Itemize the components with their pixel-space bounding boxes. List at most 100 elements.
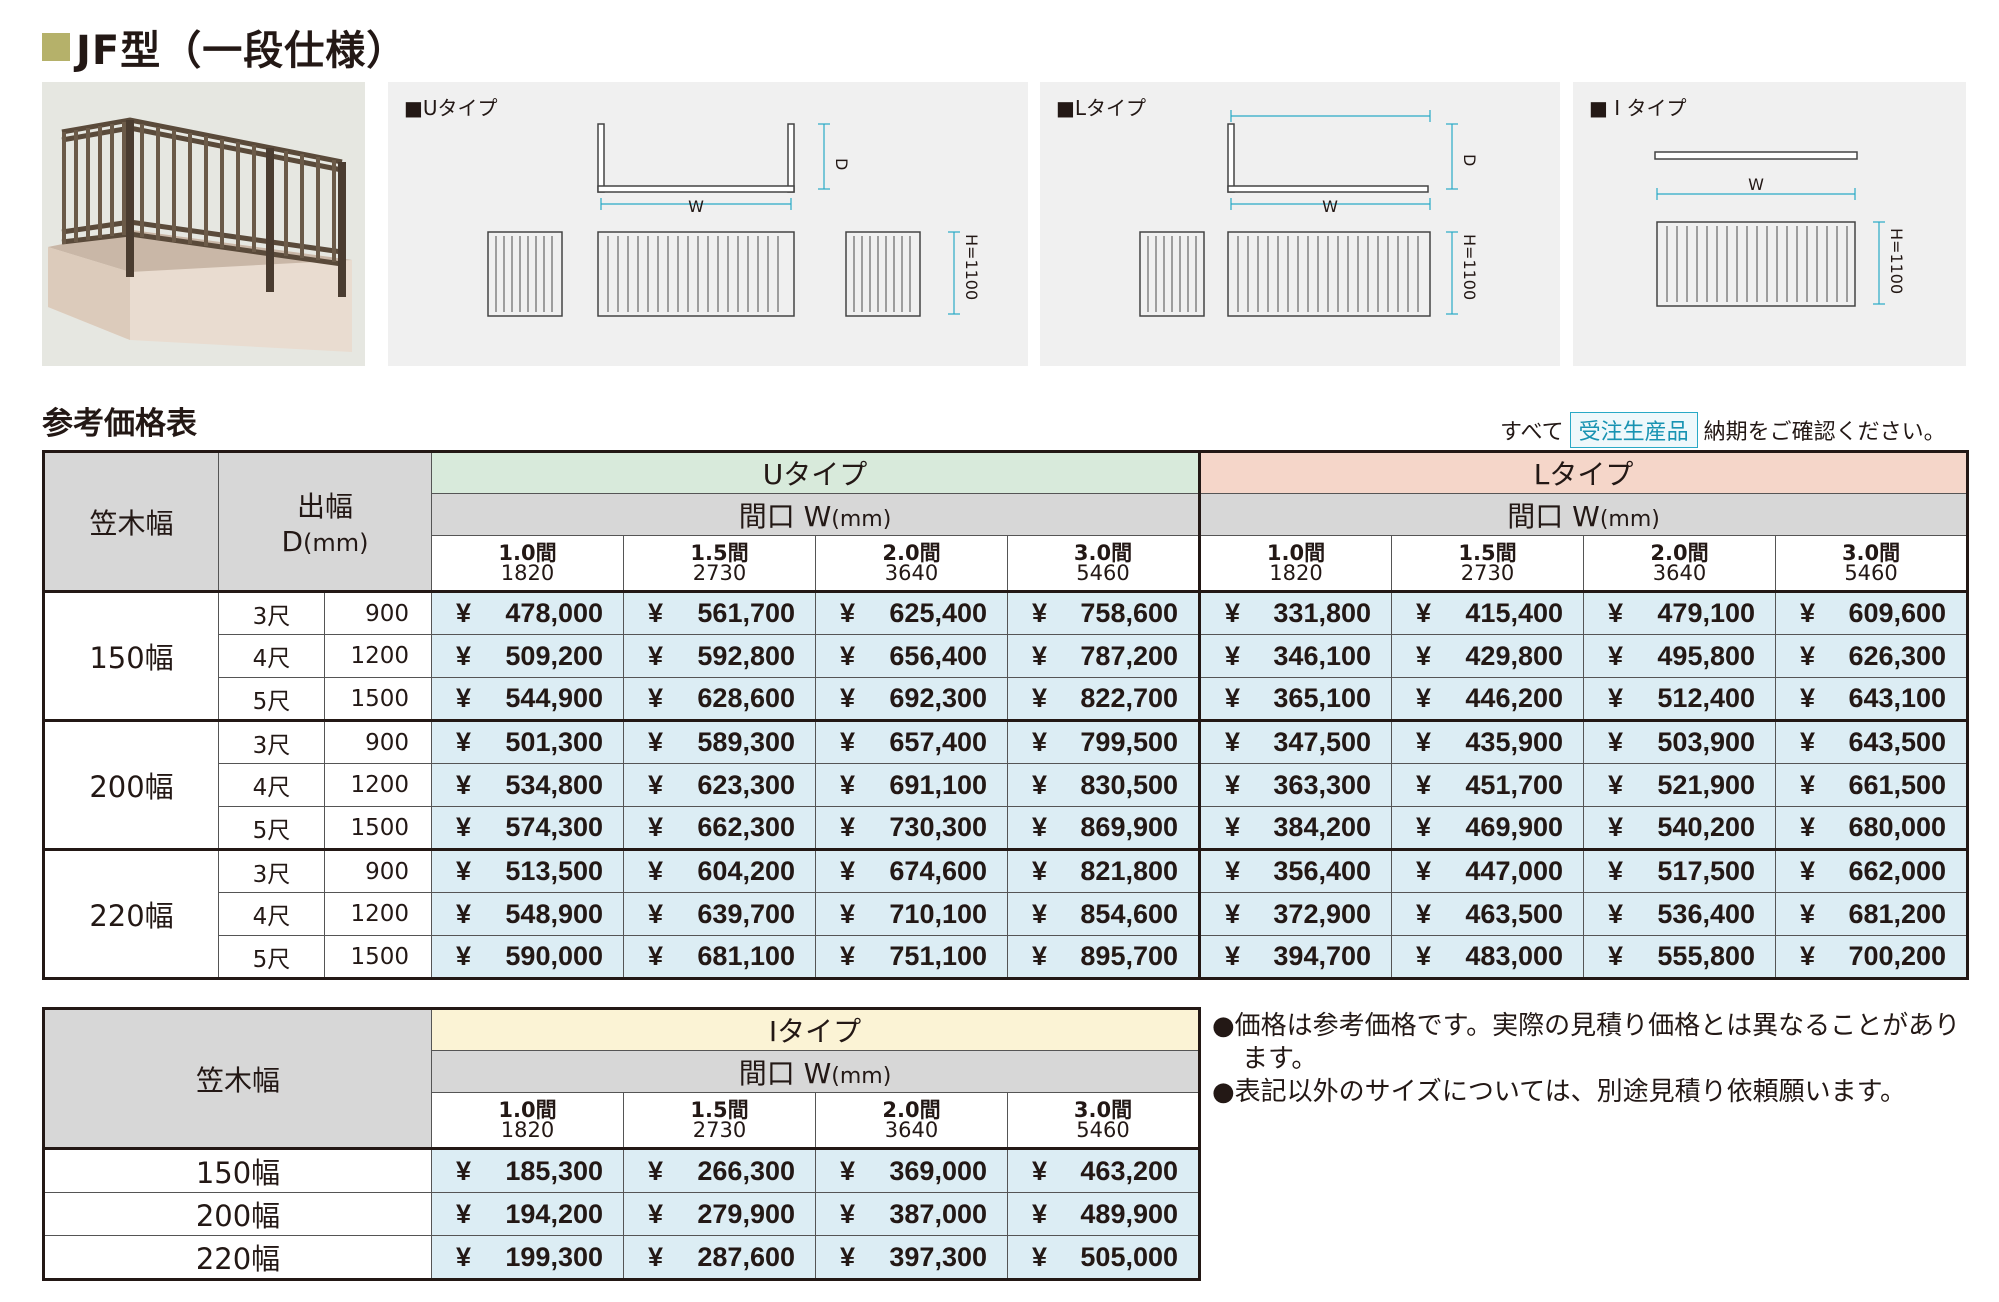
yen-sign: ¥ xyxy=(1032,898,1048,929)
shaku-cell: 5尺 xyxy=(218,806,325,850)
yen-sign: ¥ xyxy=(1608,727,1624,757)
width-ken: 3.0間 xyxy=(1841,541,1901,565)
price-value: 574,300 xyxy=(505,812,604,842)
price-value: 356,400 xyxy=(1273,856,1372,886)
l-type-header: Lタイプ xyxy=(1198,451,1969,494)
yen-sign: ¥ xyxy=(1800,727,1816,757)
yen-sign: ¥ xyxy=(840,812,856,842)
yen-sign: ¥ xyxy=(1032,941,1048,971)
note-item: ●表記以外のサイズについては、別途見積り依頼願います。 xyxy=(1212,1077,1907,1107)
price-cell: ¥895,700 xyxy=(1007,935,1201,979)
shaku-cell: 5尺 xyxy=(218,935,325,979)
yen-sign: ¥ xyxy=(1608,856,1624,886)
price-cell: ¥503,900 xyxy=(1583,719,1777,764)
price-cell: ¥555,800 xyxy=(1583,935,1777,979)
price-cell: ¥446,200 xyxy=(1391,677,1585,721)
price-value: 446,200 xyxy=(1465,683,1564,713)
price-value: 435,900 xyxy=(1465,727,1564,757)
depth-mm-cell: 900 xyxy=(323,848,433,893)
i-w-label: W xyxy=(1748,175,1764,194)
yen-sign: ¥ xyxy=(1608,769,1624,800)
price-value: 710,100 xyxy=(889,898,988,929)
price-value: 869,900 xyxy=(1080,812,1179,842)
yen-sign: ¥ xyxy=(1225,640,1241,671)
price-cell: ¥643,100 xyxy=(1775,677,1969,721)
price-value: 495,800 xyxy=(1657,640,1756,671)
depth-mm-cell: 1200 xyxy=(323,892,433,936)
shaku-cell: 4尺 xyxy=(218,763,325,807)
width-ken: 2.0間 xyxy=(882,541,941,565)
price-value: 609,600 xyxy=(1848,598,1947,628)
price-cell: ¥821,800 xyxy=(1007,848,1201,893)
price-value: 895,700 xyxy=(1080,941,1179,971)
price-cell: ¥561,700 xyxy=(623,590,817,635)
table-row: 150幅¥185,300¥266,300¥369,000¥463,200 xyxy=(43,1147,1201,1193)
width-mm: 3640 xyxy=(884,1118,939,1142)
yen-sign: ¥ xyxy=(648,683,664,713)
price-value: 347,500 xyxy=(1273,727,1372,757)
yen-sign: ¥ xyxy=(1800,856,1816,886)
price-value: 287,600 xyxy=(697,1241,795,1272)
width-ken: 1.5間 xyxy=(1458,541,1517,565)
price-value: 363,300 xyxy=(1273,769,1372,800)
yen-sign: ¥ xyxy=(1416,856,1432,886)
price-cell: ¥710,100 xyxy=(815,892,1009,936)
note-suffix: 納期をご確認ください。 xyxy=(1703,420,1946,445)
price-value: 592,800 xyxy=(697,640,796,671)
i-type-diagram: W H=1100 xyxy=(1654,151,1906,307)
price-value: 372,900 xyxy=(1273,898,1372,929)
price-cell: ¥662,000 xyxy=(1775,848,1969,893)
price-cell: ¥639,700 xyxy=(623,892,817,936)
price-value: 394,700 xyxy=(1273,941,1372,971)
yen-sign: ¥ xyxy=(456,598,472,628)
price-cell: ¥590,000 xyxy=(431,935,625,979)
yen-sign: ¥ xyxy=(1800,769,1816,800)
u-type-label: ■Uタイプ xyxy=(404,96,498,120)
width-mm: 2730 xyxy=(692,1118,747,1142)
shaku-cell: 3尺 xyxy=(218,719,325,764)
table-row: 220幅¥199,300¥287,600¥397,300¥505,000 xyxy=(43,1235,1201,1280)
price-value: 397,300 xyxy=(889,1241,987,1272)
price-cell: ¥517,500 xyxy=(1583,848,1777,893)
l-w-label: W xyxy=(1322,197,1338,216)
width-mm: 3640 xyxy=(884,561,939,585)
price-value: 604,200 xyxy=(697,856,796,886)
yen-sign: ¥ xyxy=(456,727,472,757)
yen-sign: ¥ xyxy=(1608,898,1624,929)
yen-sign: ¥ xyxy=(1416,683,1432,713)
width-ken: 1.0間 xyxy=(1266,541,1326,565)
price-cell: ¥540,200 xyxy=(1583,806,1777,850)
note-prefix: すべて xyxy=(1500,420,1564,445)
price-cell: ¥512,400 xyxy=(1583,677,1777,721)
price-cell: ¥751,100 xyxy=(815,935,1009,979)
kasagi-group: 150幅 xyxy=(43,590,219,721)
yen-sign: ¥ xyxy=(1032,598,1048,628)
price-value: 751,100 xyxy=(889,941,988,971)
price-value: 590,000 xyxy=(505,941,604,971)
price-cell: ¥691,100 xyxy=(815,763,1009,807)
l-type-label: ■Lタイプ xyxy=(1056,96,1147,120)
price-cell: ¥363,300 xyxy=(1198,763,1393,807)
yen-sign: ¥ xyxy=(840,769,856,800)
price-cell: ¥536,400 xyxy=(1583,892,1777,936)
yen-sign: ¥ xyxy=(648,769,664,800)
price-cell: ¥463,200 xyxy=(1006,1147,1201,1193)
depth-mm-cell: 1200 xyxy=(323,634,433,678)
section-title: 参考価格表 xyxy=(42,406,197,442)
price-value: 369,000 xyxy=(889,1155,987,1186)
price-value: 623,300 xyxy=(697,769,796,800)
yen-sign: ¥ xyxy=(1416,898,1432,929)
i-maguchi-unit: (mm) xyxy=(831,1063,892,1089)
price-value: 279,900 xyxy=(697,1198,795,1229)
price-value: 700,200 xyxy=(1848,941,1947,971)
